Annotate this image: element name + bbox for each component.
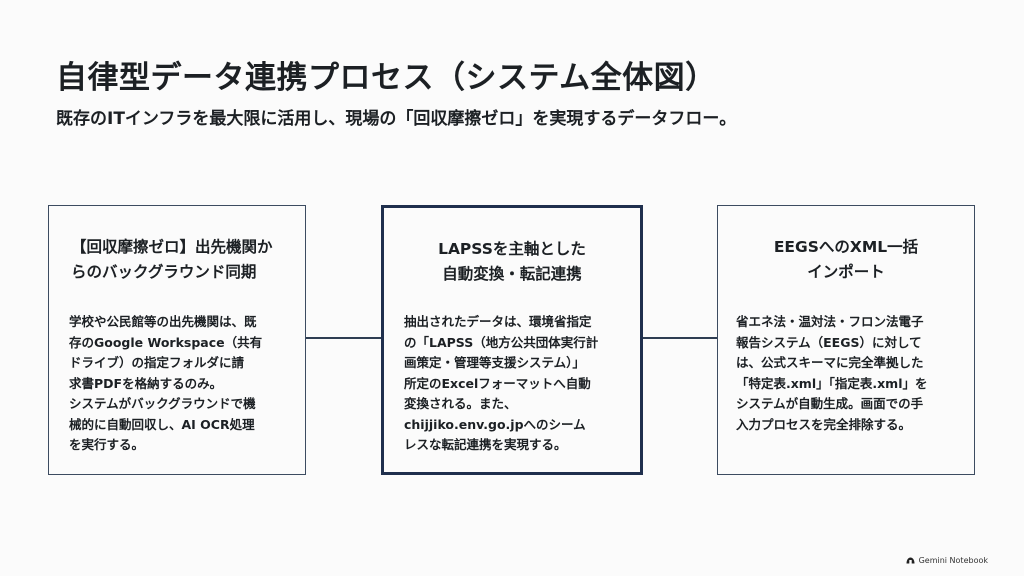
page-title: 自律型データ連携プロセス（システム全体図） — [56, 60, 717, 96]
page-subtitle: 既存のITインフラを最大限に活用し、現場の「回収摩擦ゼロ」を実現するデータフロー… — [56, 109, 737, 129]
process-box-lapss-conversion: LAPSSを主軸とした 自動変換・転記連携 抽出されたデータは、環境省指定 の「… — [381, 205, 643, 475]
box-body: 抽出されたデータは、環境省指定 の「LAPSS（地方公共団体実行計 画策定・管理… — [404, 314, 599, 452]
box-body: 省エネ法・温対法・フロン法電子 報告システム（EEGS）に対して は、公式スキー… — [736, 314, 928, 432]
box-body: 学校や公民館等の出先機関は、既 存のGoogle Workspace（共有 ドラ… — [69, 314, 263, 452]
connector-line-1 — [305, 337, 381, 339]
box-title: LAPSSを主軸とした 自動変換・転記連携 — [438, 240, 586, 283]
notebook-icon — [906, 557, 915, 564]
box-title: EEGSへのXML一括 インポート — [773, 238, 919, 281]
connector-line-2 — [643, 337, 717, 339]
process-box-background-sync: 【回収摩擦ゼロ】出先機関か らのバックグラウンド同期 学校や公民館等の出先機関は… — [48, 205, 306, 475]
process-box-eegs-import: EEGSへのXML一括 インポート 省エネ法・温対法・フロン法電子 報告システム… — [717, 205, 975, 475]
brand-watermark: Gemini Notebook — [906, 556, 988, 565]
brand-label: Gemini Notebook — [918, 556, 988, 565]
box-title: 【回収摩擦ゼロ】出先機関か らのバックグラウンド同期 — [71, 238, 273, 281]
